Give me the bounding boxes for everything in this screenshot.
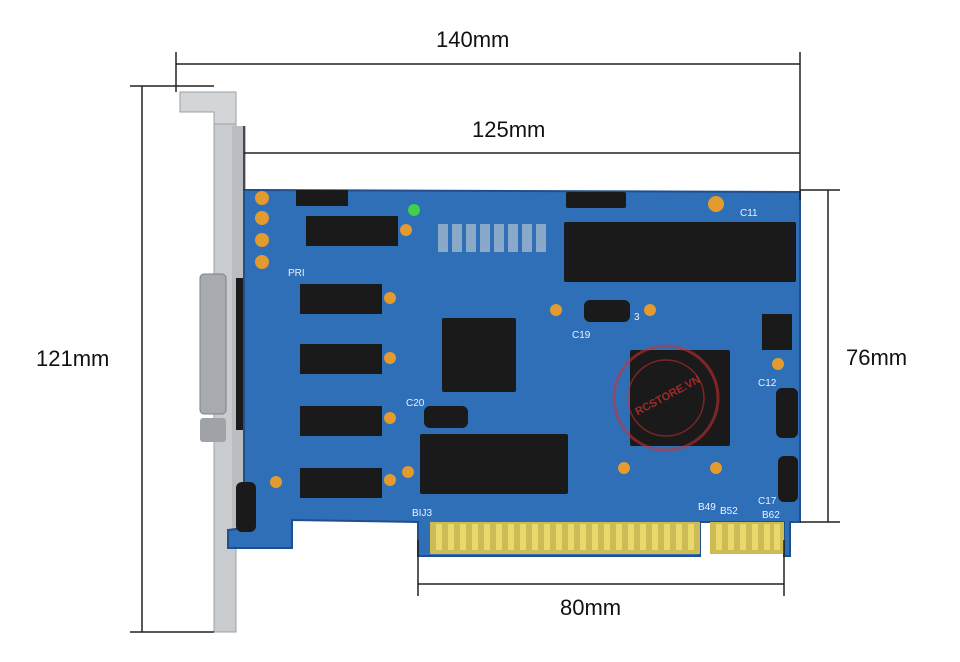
silkscreen-b62: B62 [762, 510, 780, 521]
silkscreen-c12: C12 [758, 378, 777, 389]
silkscreen-b49: B49 [698, 502, 716, 513]
silkscreen-pri: PRI [288, 268, 305, 279]
capacitors [255, 191, 784, 488]
watermark-text: RCSTORE.VN [633, 373, 703, 419]
status-led [408, 204, 420, 216]
silkscreen-bij3: BIJ3 [412, 508, 433, 519]
dimension-label-board-height: 76mm [846, 345, 908, 370]
store-watermark [612, 344, 720, 452]
silkscreen-c19: C19 [572, 330, 591, 341]
silkscreen-3: 3 [634, 312, 640, 323]
dimension-label-overall-height: 121mm [36, 346, 110, 371]
silkscreen-c11: C11 [740, 208, 758, 219]
dimension-label-board-width: 125mm [472, 117, 546, 142]
resistor-array [438, 224, 546, 252]
dimension-label-connector-width: 80mm [560, 595, 622, 620]
dimension-label-overall-width: 140mm [436, 27, 510, 52]
pci-gold-fingers [430, 522, 784, 554]
integrated-circuits [236, 190, 798, 532]
silkscreen-c20: C20 [406, 398, 425, 409]
dimension-lines [130, 52, 840, 633]
silkscreen-c17: C17 [758, 496, 777, 507]
silkscreen-b52: B52 [720, 506, 738, 517]
